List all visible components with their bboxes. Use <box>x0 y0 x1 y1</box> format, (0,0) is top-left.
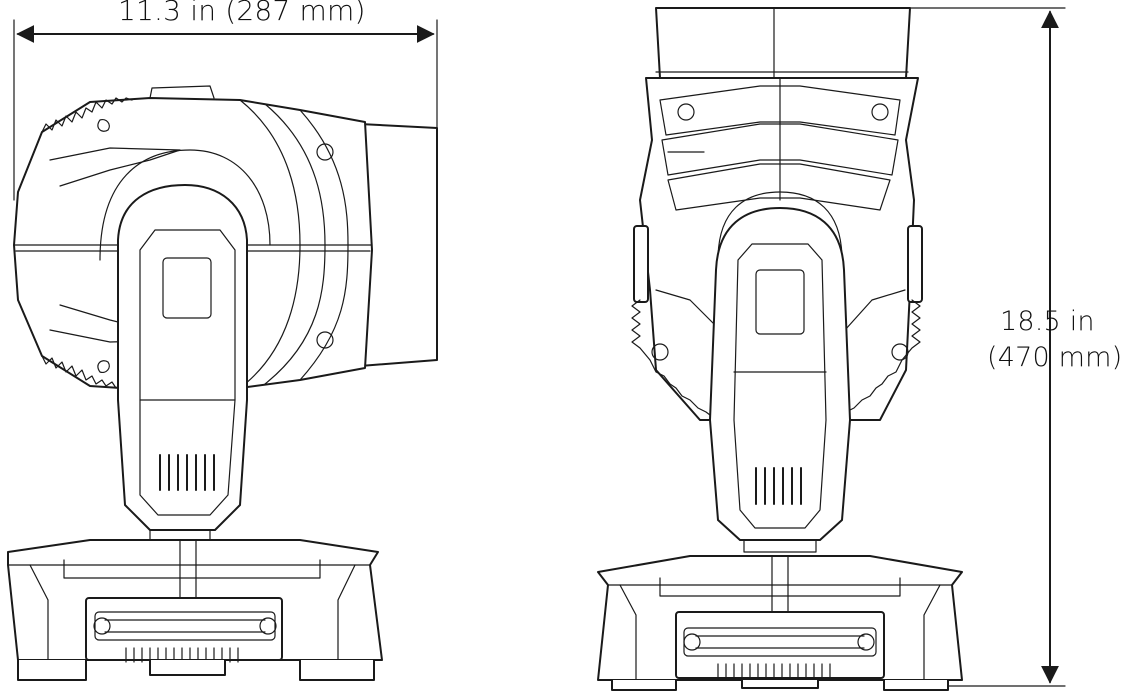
side-base-vents <box>125 647 239 663</box>
height-dimension-label-imperial: 18.5 in <box>1000 306 1095 337</box>
front-view-fixture <box>597 7 963 691</box>
height-dimension-label-metric: (470 mm) <box>987 342 1122 373</box>
width-dimension-label: 11.3 in (287 mm) <box>118 0 366 27</box>
front-base-vents <box>717 663 831 679</box>
front-left-fins <box>631 299 715 419</box>
side-top-fins <box>41 97 133 389</box>
side-yoke-vents <box>159 454 215 491</box>
front-right-fins <box>837 299 921 419</box>
front-yoke-vents <box>755 467 802 505</box>
side-view-fixture <box>7 85 438 681</box>
width-dimension <box>13 19 438 201</box>
